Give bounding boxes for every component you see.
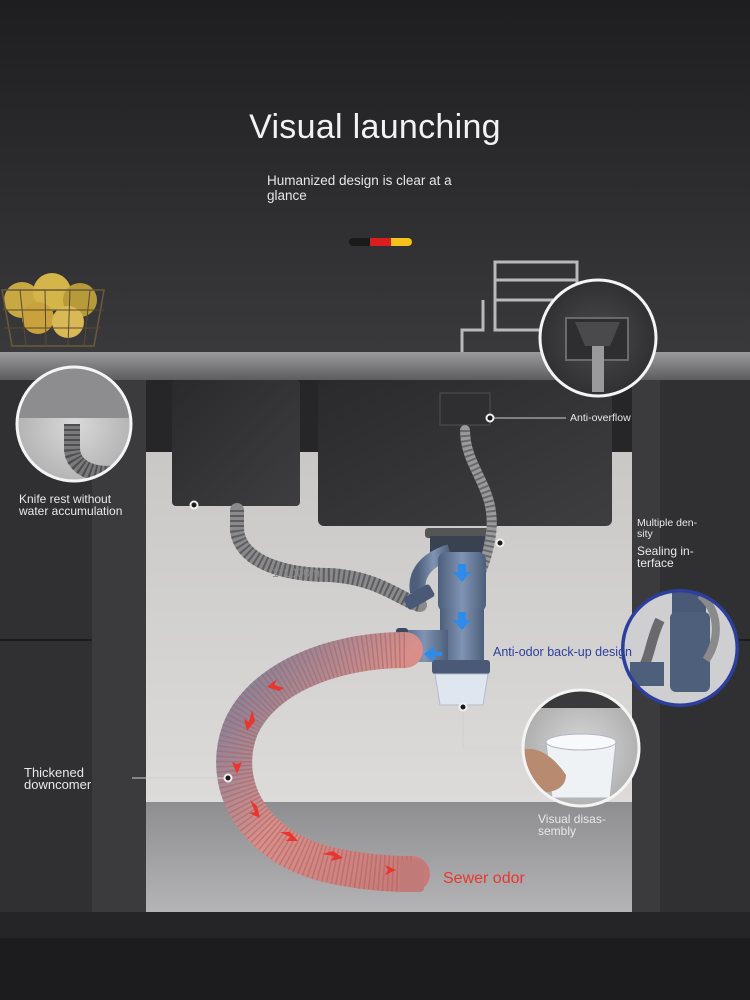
hose-end (400, 860, 424, 892)
red-flow-arrows (232, 679, 396, 875)
page-title: Visual launching (249, 108, 501, 146)
multiple-density-line-2: sity (637, 528, 653, 540)
sealing-interface-label: Sealing in- terface (637, 545, 694, 569)
german-flag-bar (349, 238, 412, 246)
overflow-outlet (439, 392, 491, 426)
sealing-interface-line-2: terface (637, 556, 674, 570)
flag-stripe-red (370, 238, 391, 246)
pipe-size-mark: 1*1000m (272, 566, 321, 580)
thickened-downcomer-label: Thickened downcomer (24, 765, 92, 792)
callout-dots (189, 413, 505, 783)
anti-overflow-label: Anti-overflow (570, 412, 631, 424)
sink-bowl-small (172, 380, 300, 506)
flag-stripe-gold (391, 238, 412, 246)
disassembly-detail (521, 688, 641, 808)
anti-odor-detail (621, 589, 739, 707)
fruit-basket (1, 273, 105, 347)
sewer-odor-label: Sewer odor (443, 870, 525, 887)
multiple-density-label: Multiple den- sity (637, 518, 697, 540)
visual-disassembly-line-2: sembly (538, 824, 577, 838)
knife-rest-line-2: water accumulation (19, 504, 123, 518)
thickened-line-1: Thickened (24, 765, 84, 780)
anti-overflow-detail (538, 278, 658, 398)
sealing-interface-line-1: Sealing in- (637, 544, 694, 558)
page-subtitle: Humanized design is clear at a glance (267, 173, 452, 203)
callout-lines (132, 417, 632, 779)
anti-odor-label: Anti-odor back-up design (493, 645, 632, 659)
knife-rest-line-1: Knife rest without (19, 492, 112, 506)
visual-disassembly-line-1: Visual disas- (538, 812, 606, 826)
visual-disassembly-label: Visual disas- sembly (538, 813, 606, 837)
blue-flow-arrows (424, 564, 471, 662)
flag-stripe-black (349, 238, 370, 246)
thickened-line-2: downcomer (24, 777, 92, 792)
knife-rest-label: Knife rest without water accumulation (19, 493, 122, 517)
multiple-density-line-1: Multiple den- (637, 517, 698, 529)
